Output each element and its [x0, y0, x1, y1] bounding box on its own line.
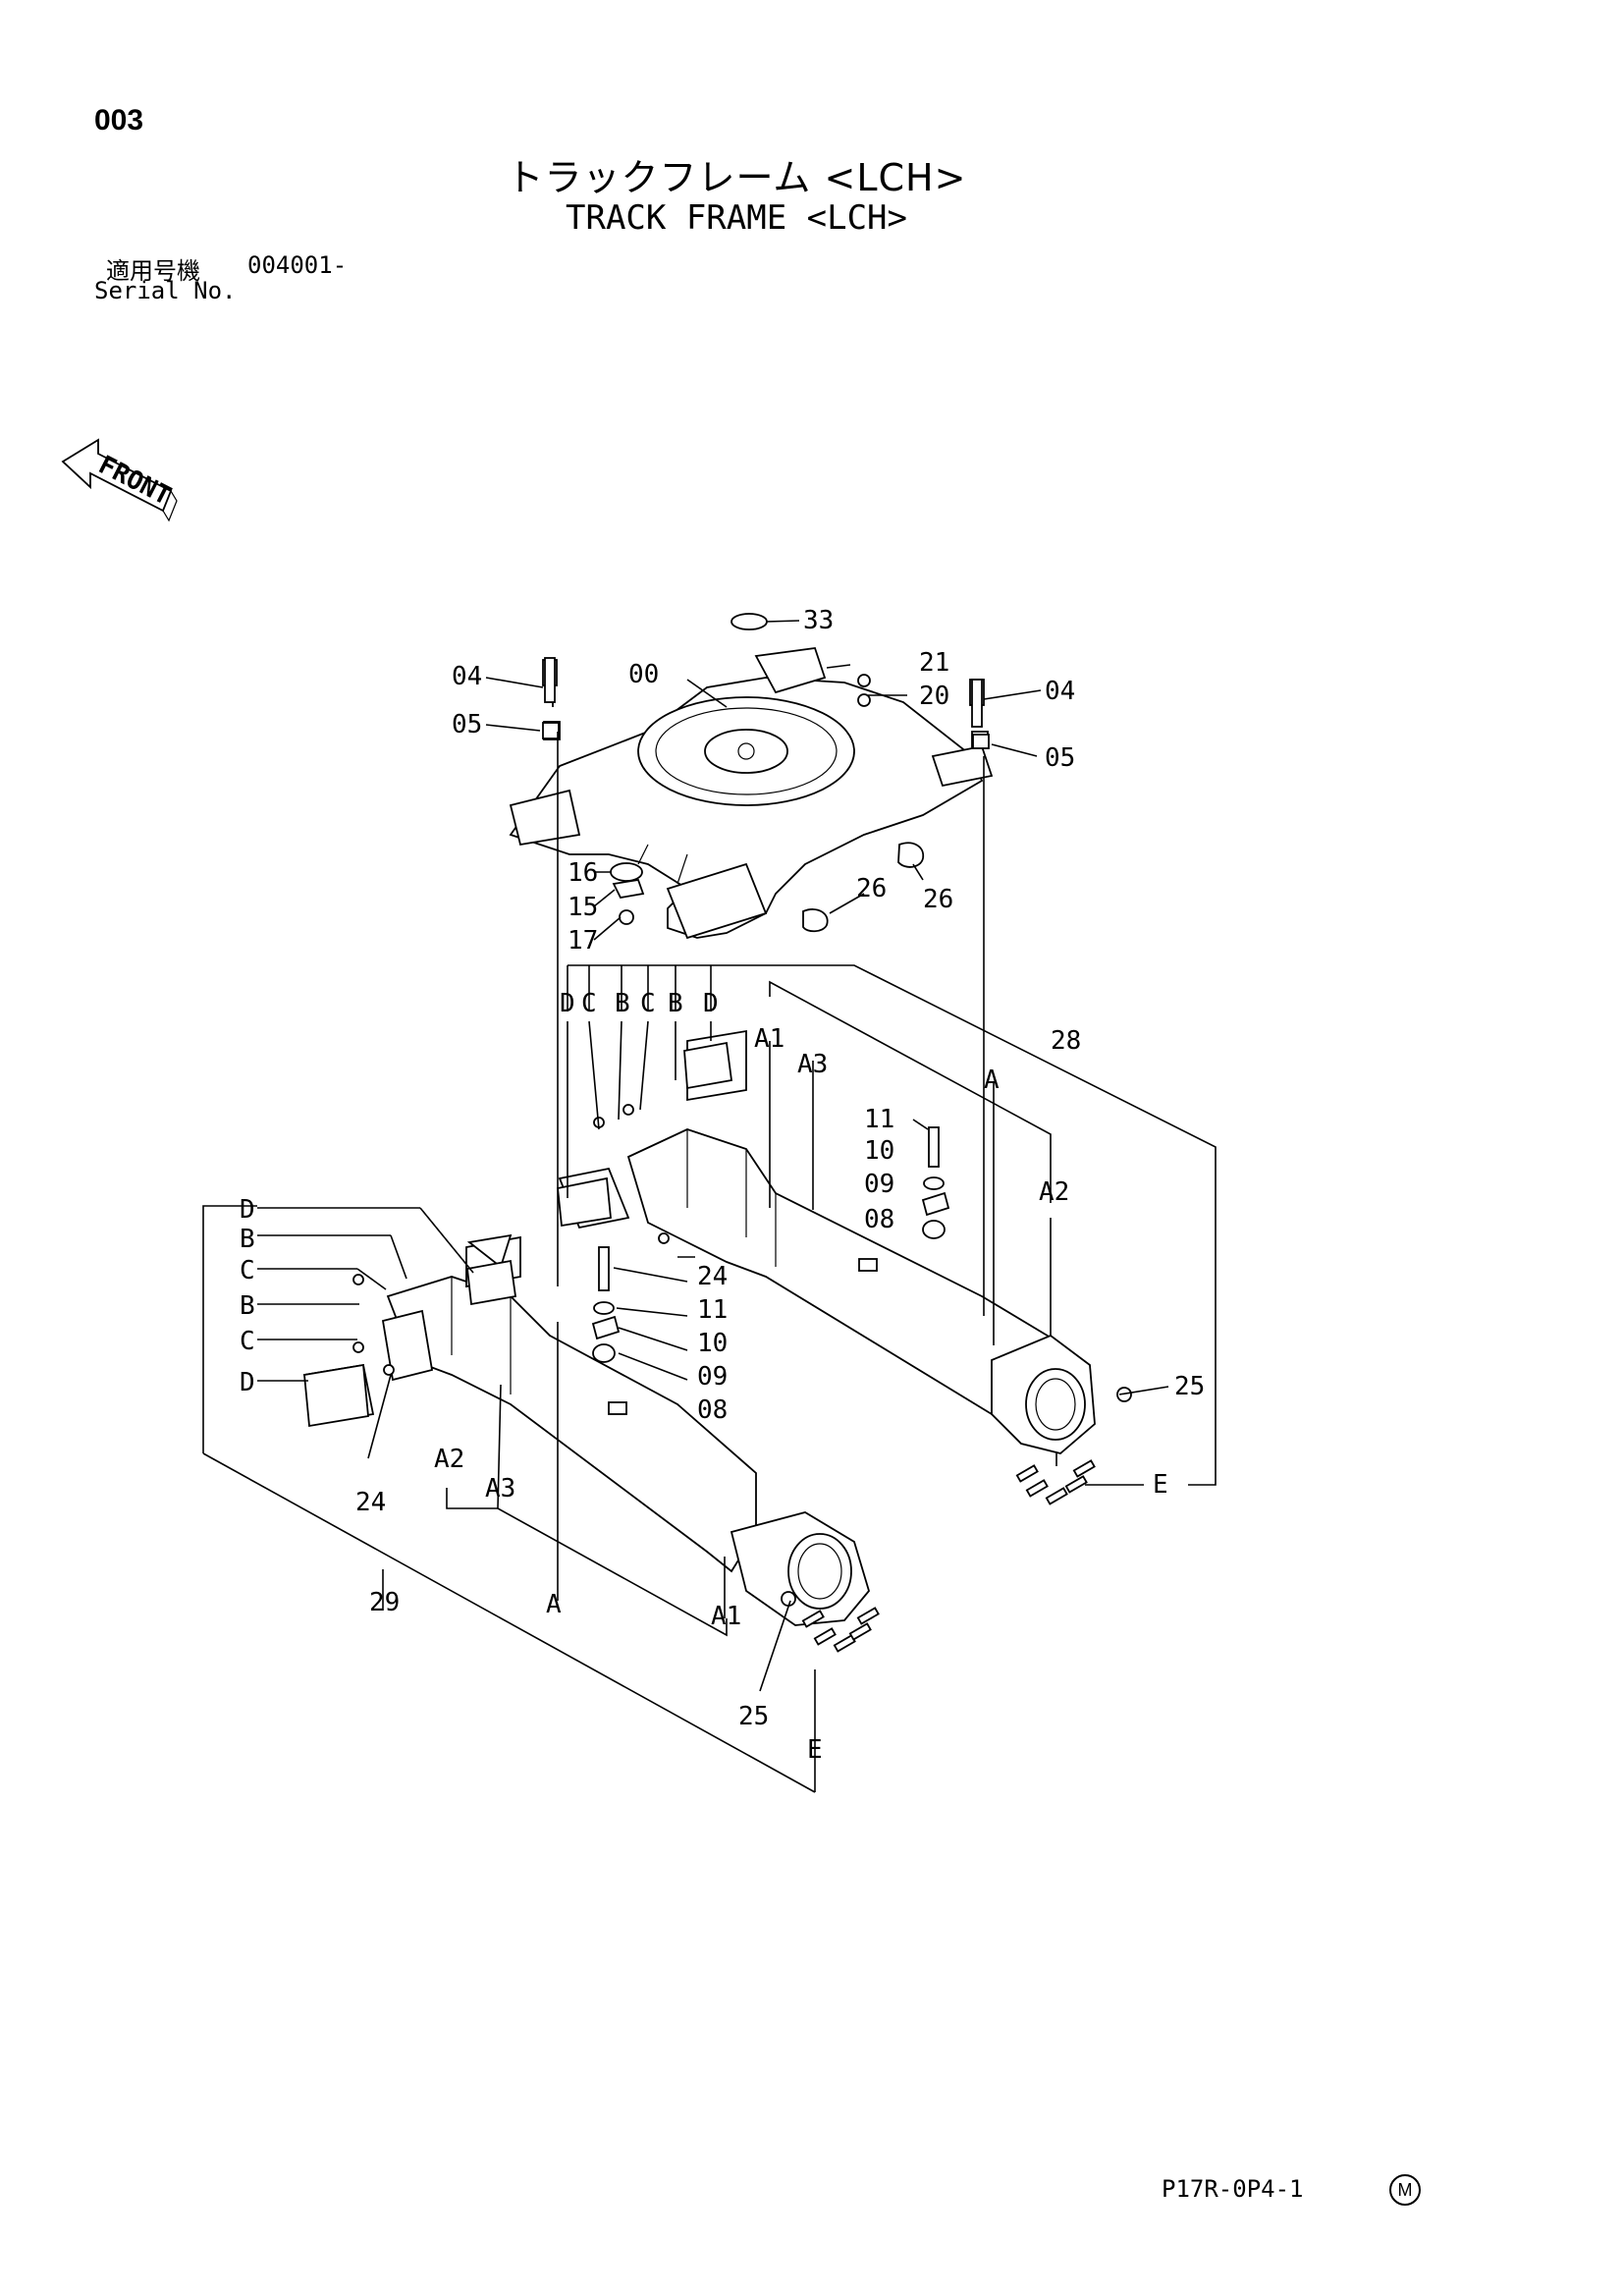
callout-c-left-1: C — [240, 1256, 255, 1285]
callout-10-bottom: 10 — [697, 1329, 728, 1358]
figure-code: P17R-0P4-1 — [1162, 2175, 1304, 2203]
callout-28: 28 — [1051, 1026, 1081, 1056]
callout-08-top: 08 — [864, 1205, 894, 1234]
front-arrow-icon: FRONT — [61, 438, 178, 522]
serial-label-english: Serial No. — [94, 277, 237, 304]
callout-24-bottom: 24 — [355, 1488, 386, 1517]
callout-c-top-1: C — [581, 989, 597, 1018]
callout-11-bottom: 11 — [697, 1295, 728, 1325]
callout-33: 33 — [803, 606, 834, 635]
callout-05-left: 05 — [452, 710, 482, 739]
callout-b-left-2: B — [240, 1291, 255, 1321]
callout-b-top-2: B — [668, 989, 683, 1018]
title-english: TRACK FRAME <LCH> — [566, 198, 907, 238]
callout-05-right: 05 — [1045, 743, 1075, 773]
callout-a2-top: A2 — [1039, 1177, 1069, 1207]
registered-mark-icon: M — [1389, 2174, 1421, 2206]
callout-a3-top: A3 — [797, 1050, 828, 1079]
callout-d-top-1: D — [560, 989, 575, 1018]
callout-11-top: 11 — [864, 1105, 894, 1134]
callout-c-left-2: C — [240, 1327, 255, 1356]
callout-09-bottom: 09 — [697, 1362, 728, 1392]
callout-21: 21 — [919, 648, 949, 678]
callout-26-b: 26 — [923, 885, 953, 914]
callout-04-left: 04 — [452, 662, 482, 691]
callout-25-bottom: 25 — [738, 1702, 769, 1731]
hardware-parts — [303, 657, 990, 1428]
callout-b-top-1: B — [615, 989, 630, 1018]
callout-a-bottom: A — [546, 1590, 562, 1619]
callout-26-a: 26 — [856, 874, 887, 903]
callout-labels: 33 00 21 20 04 04 05 05 16 15 17 26 26 D… — [240, 606, 1205, 1765]
callout-d-left-2: D — [240, 1368, 255, 1397]
callout-00: 00 — [628, 660, 659, 689]
callout-a2-bottom: A2 — [434, 1445, 464, 1474]
leader-lines — [202, 620, 1217, 1793]
callout-20: 20 — [919, 682, 949, 711]
callout-a-top: A — [984, 1066, 1000, 1095]
serial-label-japanese: 適用号機 — [106, 257, 200, 285]
callout-04-right: 04 — [1045, 677, 1075, 706]
callout-a1-top: A1 — [754, 1024, 784, 1054]
callout-08-bottom: 08 — [697, 1395, 728, 1425]
callout-25-right: 25 — [1174, 1372, 1205, 1401]
callout-29: 29 — [369, 1588, 400, 1617]
callout-17: 17 — [568, 926, 598, 956]
callout-e-bottom: E — [807, 1735, 823, 1765]
callout-a3-bottom: A3 — [485, 1474, 515, 1503]
callout-15: 15 — [568, 893, 598, 922]
callout-24-top: 24 — [697, 1262, 728, 1291]
title-japanese: トラックフレーム <LCH> — [506, 156, 967, 199]
callout-d-left-1: D — [240, 1195, 255, 1225]
page-number: 003 — [94, 104, 144, 137]
callout-10-top: 10 — [864, 1136, 894, 1166]
serial-value: 004001- — [247, 251, 348, 279]
front-arrow-label: FRONT — [93, 451, 175, 512]
pins-left-group — [801, 1607, 880, 1653]
callout-b-left-1: B — [240, 1225, 255, 1254]
callout-a1-bottom: A1 — [711, 1602, 741, 1631]
pins-right-group — [1015, 1459, 1096, 1505]
callout-d-top-2: D — [703, 989, 719, 1018]
callout-c-top-2: C — [640, 989, 656, 1018]
callout-09-top: 09 — [864, 1170, 894, 1199]
upper-frame-part — [509, 613, 994, 940]
callout-e-right: E — [1153, 1470, 1168, 1500]
callout-16: 16 — [568, 858, 598, 888]
